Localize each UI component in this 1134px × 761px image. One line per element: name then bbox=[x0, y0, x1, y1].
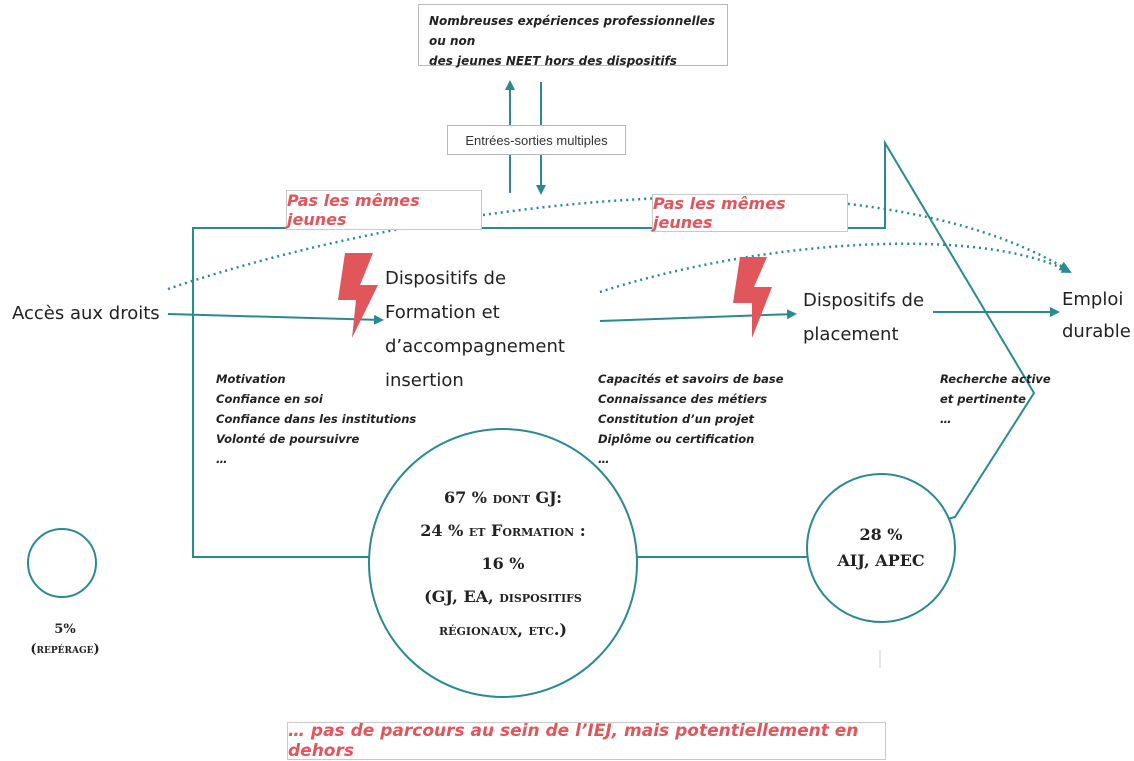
reperage-line-2: (repérage) bbox=[30, 642, 100, 657]
neet-experiences-box: Nombreuses expériences professionnelles … bbox=[418, 4, 728, 68]
list-item: … bbox=[940, 412, 952, 426]
list-item: … bbox=[598, 452, 610, 466]
acces-aux-droits: Accès aux droits bbox=[12, 303, 160, 324]
placement-line-1: Dispositifs de bbox=[803, 290, 925, 311]
lightning-icon-1 bbox=[338, 253, 378, 338]
list-item: Diplôme ou certification bbox=[598, 432, 755, 446]
circle-main-line-5: régionaux, etc.) bbox=[439, 619, 567, 639]
list-item: Motivation bbox=[216, 372, 286, 386]
pas-memes-jeunes-1: Pas les mêmes jeunes bbox=[286, 190, 482, 230]
arrow-formation-placement bbox=[599, 309, 797, 322]
circle-small bbox=[27, 528, 97, 598]
formation-line-3: d’accompagnement bbox=[385, 336, 565, 357]
circle-right: 28 % AIJ, APEC bbox=[806, 473, 956, 623]
list-item: Confiance dans les institutions bbox=[216, 412, 417, 426]
reperage-label: 5% (repérage) bbox=[20, 620, 110, 660]
list-item: Constitution d’un projet bbox=[598, 412, 755, 426]
circle-main: 67 % dont GJ: 24 % et Formation : 16 % (… bbox=[368, 428, 638, 698]
dispositifs-placement: Dispositifs de placement bbox=[803, 284, 924, 352]
list-item: Capacités et savoirs de base bbox=[598, 372, 784, 386]
circle-main-line-1: 67 % dont GJ: bbox=[443, 487, 563, 507]
list-right: Recherche active et pertinente … bbox=[940, 369, 1051, 429]
list-item: Recherche active bbox=[940, 372, 1051, 386]
list-item: Connaissance des métiers bbox=[598, 392, 768, 406]
list-item: Confiance en soi bbox=[216, 392, 323, 406]
circle-right-line-2: AIJ, APEC bbox=[837, 551, 925, 570]
emploi-line-1: Emploi bbox=[1062, 289, 1124, 310]
arrow-acces-formation bbox=[167, 313, 384, 325]
placement-line-2: placement bbox=[803, 324, 899, 345]
lightning-icon-2 bbox=[733, 257, 772, 338]
dispositifs-formation: Dispositifs de Formation et d’accompagne… bbox=[385, 262, 565, 398]
formation-line-4: insertion bbox=[385, 370, 464, 391]
entrees-sorties-box: Entrées-sorties multiples bbox=[447, 125, 626, 155]
list-item: et pertinente bbox=[940, 392, 1026, 406]
formation-line-1: Dispositifs de bbox=[385, 268, 507, 289]
list-item: Volonté de poursuivre bbox=[216, 432, 360, 446]
bottom-note: … pas de parcours au sein de l’IEJ, mais… bbox=[287, 721, 886, 761]
arrow-shape-outline bbox=[192, 139, 1036, 558]
emploi-durable: Emploi durable bbox=[1062, 284, 1131, 348]
list-middle: Capacités et savoirs de base Connaissanc… bbox=[598, 369, 784, 469]
circle-main-line-4: (GJ, EA, dispositifs bbox=[424, 586, 582, 606]
list-left: Motivation Confiance en soi Confiance da… bbox=[216, 369, 416, 469]
list-item: … bbox=[216, 452, 228, 466]
dotted-curve-long bbox=[167, 195, 1070, 291]
circle-main-line-2: 24 % et Formation : bbox=[420, 520, 586, 540]
circle-main-line-3: 16 % bbox=[481, 553, 525, 573]
neet-line-2: des jeunes NEET hors des dispositifs bbox=[429, 54, 677, 68]
formation-line-2: Formation et bbox=[385, 302, 500, 323]
circle-right-line-1: 28 % bbox=[859, 525, 903, 544]
pas-memes-jeunes-2: Pas les mêmes jeunes bbox=[652, 194, 848, 232]
reperage-line-1: 5% bbox=[54, 622, 76, 637]
emploi-line-2: durable bbox=[1062, 321, 1131, 342]
neet-line-1: Nombreuses expériences professionnelles … bbox=[429, 14, 715, 48]
